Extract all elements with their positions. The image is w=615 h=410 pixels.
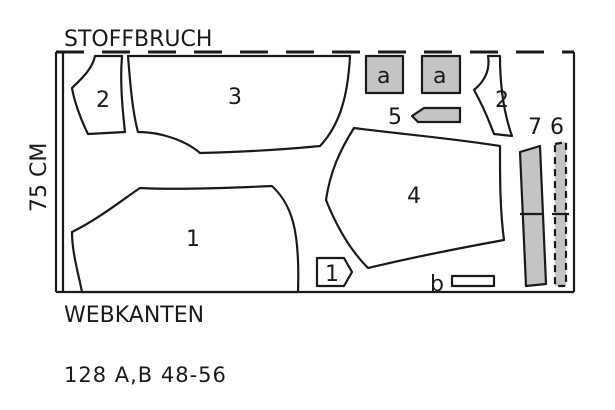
piece-4-label: 4 [407,184,421,209]
piece-a-2: a [420,54,462,95]
width-label: 75 CM [27,143,52,212]
piece-2-left-label: 2 [96,88,110,113]
selvage-label: WEBKANTEN [64,303,204,328]
pattern-caption: 128 A,B 48-56 [64,363,227,387]
piece-1-small-label: 1 [325,262,339,287]
piece-1-small: 1 [315,256,354,288]
piece-1-main-label: 1 [186,227,200,252]
piece-1-main: 1 [70,184,300,294]
piece-3: 3 [126,54,352,155]
piece-2-right: 2 [472,54,514,138]
piece-6: 6 [550,115,569,288]
piece-b-label: b [430,272,444,297]
fold-label: STOFFBRUCH [64,27,212,52]
piece-a-1-label: a [377,64,390,89]
piece-6-label: 6 [550,115,564,140]
piece-7-label: 7 [528,115,542,140]
piece-5: 5 [388,105,462,130]
piece-7: 7 [518,115,548,288]
piece-2-right-label: 2 [495,88,509,113]
piece-5-label: 5 [388,105,402,130]
piece-4: 4 [324,126,506,270]
piece-a-1: a [364,54,405,95]
piece-b: b [430,272,496,297]
piece-a-2-label: a [433,64,446,89]
piece-2-left: 2 [70,54,127,136]
piece-3-label: 3 [228,85,242,110]
